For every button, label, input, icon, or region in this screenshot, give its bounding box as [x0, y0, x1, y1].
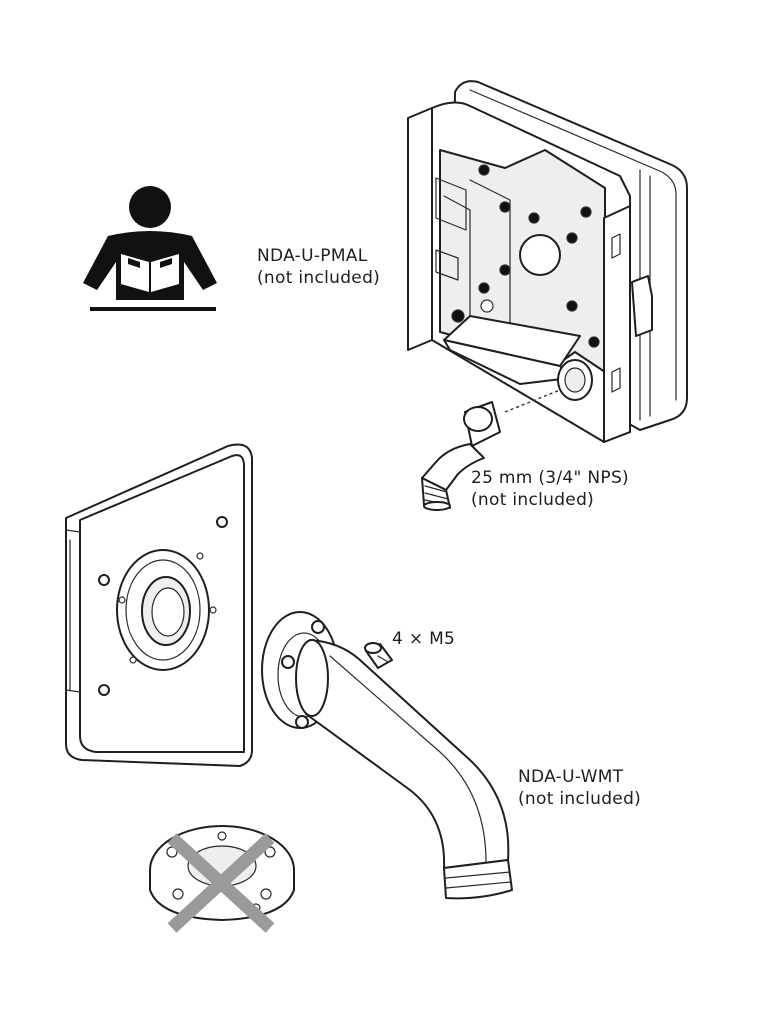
elbow-fitting	[421, 401, 501, 511]
wmt-wall-mount-arm	[261, 611, 513, 900]
pmal-label-name: NDA-U-PMAL	[257, 246, 368, 266]
m5-label: 4 × M5	[392, 628, 455, 650]
m5-screw	[364, 642, 393, 669]
wmt-label: NDA-U-WMT (not included)	[518, 766, 641, 810]
crossed-out-icon	[149, 825, 295, 933]
wmt-label-note: (not included)	[518, 789, 642, 809]
m5-label-name: 4 × M5	[392, 629, 456, 649]
pmal-label-note: (not included)	[257, 268, 381, 288]
pmal-mount-box	[407, 80, 688, 443]
nps-label-note: (not included)	[471, 490, 595, 510]
wmt-label-name: NDA-U-WMT	[518, 767, 624, 787]
nps-label: 25 mm (3/4" NPS) (not included)	[471, 467, 629, 511]
nps-label-name: 25 mm (3/4" NPS)	[471, 468, 629, 488]
pmal-label: NDA-U-PMAL (not included)	[257, 245, 380, 289]
bolt-holes	[451, 164, 600, 348]
camera-back-plate	[65, 443, 253, 767]
read-manual-icon	[83, 186, 217, 311]
